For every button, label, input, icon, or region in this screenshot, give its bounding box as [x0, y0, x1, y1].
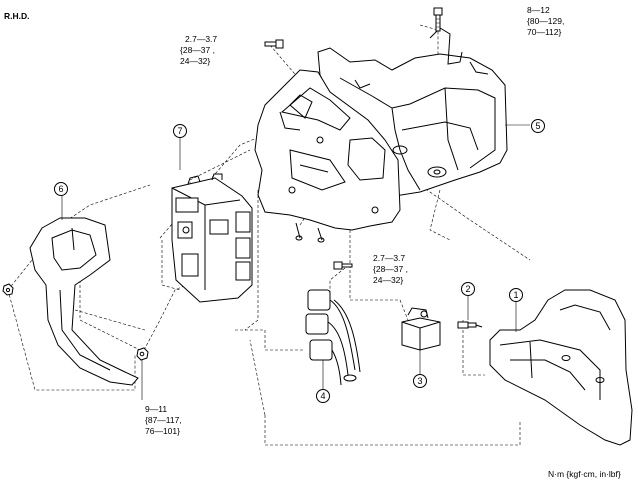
torque-bottom-left-line1: 9—11	[145, 404, 167, 414]
callout-3: 3	[413, 350, 427, 388]
cover-icon	[489, 289, 633, 446]
bolt-icon	[333, 261, 353, 270]
torque-middle-line3: 24—32}	[373, 275, 403, 285]
torque-top-left-line1: 2.7—3.7	[185, 34, 217, 44]
callout-5-label: 5	[535, 121, 540, 131]
callout-6: 6	[54, 182, 68, 220]
harness-icon	[305, 289, 361, 386]
bracket-icon	[254, 69, 401, 243]
torque-middle-line1: 2.7—3.7	[373, 253, 405, 263]
callout-1-label: 1	[513, 290, 518, 300]
torque-top-right-line2: {80—129,	[527, 16, 564, 26]
units-label: N·m {kgf·cm, in·lbf}	[548, 469, 621, 479]
torque-bottom-left-line2: {87—117,	[145, 415, 182, 425]
callout-2-label: 2	[465, 284, 470, 294]
torque-top-left: 2.7—3.7 {28—37 , 24—32}	[180, 34, 217, 66]
callout-1: 1	[509, 288, 523, 332]
callout-4-label: 4	[320, 391, 325, 401]
relay-icon	[401, 307, 441, 351]
torque-bottom-left-line3: 76—101}	[145, 426, 180, 436]
torque-middle-line2: {28—37 ,	[373, 264, 408, 274]
torque-bottom-left: 9—11 {87—117, 76—101}	[145, 404, 182, 436]
torque-middle: 2.7—3.7 {28—37 , 24—32}	[373, 253, 408, 285]
torque-top-left-line3: 24—32}	[180, 56, 210, 66]
torque-top-right-line1: 8—12	[527, 5, 550, 15]
ecu-icon	[171, 173, 253, 303]
callout-2: 2	[461, 282, 475, 320]
connector-icon	[457, 321, 483, 329]
callout-6-label: 6	[58, 184, 63, 194]
header-label: R.H.D.	[4, 11, 30, 21]
torque-top-left-line2: {28—37 ,	[180, 45, 215, 55]
callout-5: 5	[531, 119, 545, 133]
torque-top-right: 8—12 {80—129, 70—112}	[527, 5, 564, 37]
nut-icon	[136, 347, 149, 400]
nut-icon	[2, 283, 14, 296]
callout-7-label: 7	[177, 126, 182, 136]
cover-icon	[29, 217, 139, 386]
bolt-icon	[264, 39, 284, 49]
callout-7: 7	[173, 124, 187, 170]
bolt-icon	[433, 7, 443, 32]
callout-4: 4	[316, 360, 330, 403]
callout-3-label: 3	[417, 376, 422, 386]
torque-top-right-line3: 70—112}	[527, 27, 562, 37]
